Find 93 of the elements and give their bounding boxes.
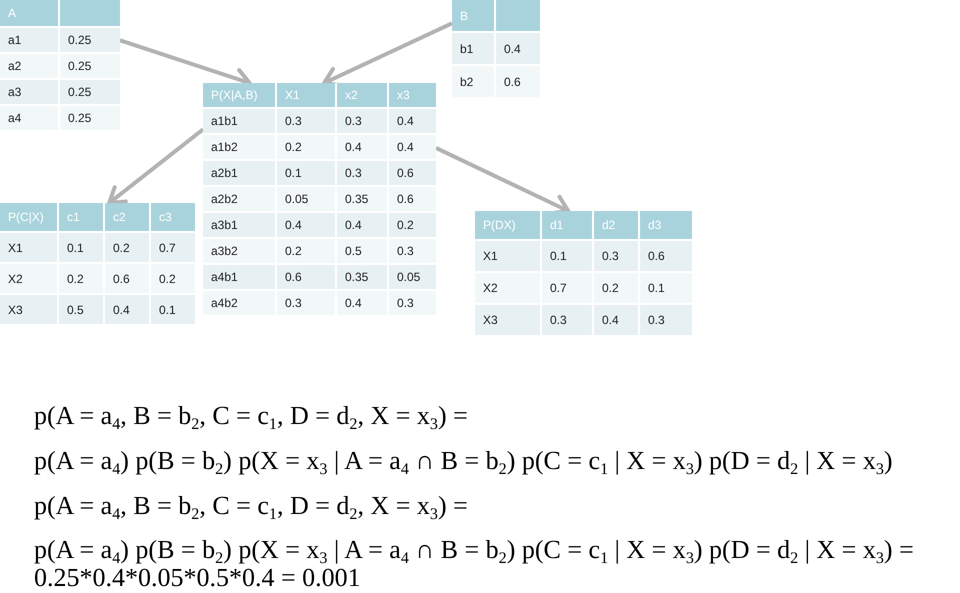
table-cell: 0.3 [337, 161, 387, 185]
table-cell: 0.25 [60, 80, 120, 104]
table-cell: a1 [0, 28, 58, 52]
header-cell: c1 [59, 203, 103, 231]
formula-line: p(A = a$_{4}$) p(B = b$_{2}$) p(X = x$_{3}$ | A = a$_{4}$ ∩ B = b$_{2}$) p(C = c$_{1}$ | X = x$_{3}$) p(D = d$_{2}$ | X = x$_{3}$) = [34, 537, 914, 563]
table-cell: 0.4 [337, 213, 387, 237]
table-cell: a2b1 [203, 161, 275, 185]
table-cell: 0.1 [277, 161, 335, 185]
header-cell: X1 [277, 83, 335, 107]
probability-table [0, 0, 120, 130]
formula-line: p(A = a$_{4}$, B = b$_{2}$, C = c$_{1}$, D = d$_{2}$, X = x$_{3}$) = [34, 493, 468, 519]
table-cell: 0.3 [277, 109, 335, 133]
table-cell: 0.3 [389, 291, 436, 315]
table-cell: 0.3 [594, 241, 638, 271]
table-cell: a4 [0, 106, 58, 130]
header-cell: x3 [389, 83, 436, 107]
table-cell: 0.6 [640, 241, 692, 271]
table-cell: X2 [475, 273, 540, 303]
header-cell: d2 [594, 211, 638, 239]
table-cell: X3 [475, 305, 540, 335]
table-cell: 0.25 [60, 54, 120, 78]
table-cell: 0.1 [542, 241, 592, 271]
probability-table [475, 211, 692, 335]
formula-line: p(A = a$_{4}$) p(B = b$_{2}$) p(X = x$_{3}$ | A = a$_{4}$ ∩ B = b$_{2}$) p(C = c$_{1}$ | X = x$_{3}$) p(D = d$_{2}$ | X = x$_{3}$) [34, 448, 893, 474]
table-cell: 0.6 [389, 187, 436, 211]
table-cell: 0.6 [277, 265, 335, 289]
header-cell: d1 [542, 211, 592, 239]
arrow [107, 128, 204, 205]
table-cell: 0.7 [542, 273, 592, 303]
header-cell: x2 [337, 83, 387, 107]
table-cell: 0.4 [277, 213, 335, 237]
table-cell: a2b2 [203, 187, 275, 211]
table-cell: 0.4 [337, 291, 387, 315]
table-cell: 0.2 [277, 239, 335, 263]
header-cell: B [452, 0, 494, 31]
table-cell: 0.2 [277, 135, 335, 159]
table-cell: 0.2 [389, 213, 436, 237]
table-cell: 0.4 [389, 109, 436, 133]
table-cell: 0.1 [59, 233, 103, 262]
table-cell: 0.3 [337, 109, 387, 133]
header-cell: P(X|A,B) [203, 83, 275, 107]
header-cell: P(DX) [475, 211, 540, 239]
table-cell: 0.2 [151, 264, 195, 293]
table-cell: 0.3 [389, 239, 436, 263]
header-cell: P(C|X) [0, 203, 57, 231]
header-cell: c2 [105, 203, 149, 231]
table-cell: 0.2 [105, 233, 149, 262]
table-cell: X1 [475, 241, 540, 271]
table-cell: a3 [0, 80, 58, 104]
table-cell: 0.05 [389, 265, 436, 289]
header-cell: A [0, 0, 58, 26]
table-cell: 0.3 [640, 305, 692, 335]
table-cell: X2 [0, 264, 57, 293]
table-cell: a1b1 [203, 109, 275, 133]
table-cell: 0.5 [337, 239, 387, 263]
table-cell: 0.2 [594, 273, 638, 303]
table-cell: 0.1 [640, 273, 692, 303]
table-cell: 0.4 [594, 305, 638, 335]
table-cell: 0.35 [337, 187, 387, 211]
probability-table [452, 0, 540, 97]
table-cell: X3 [0, 295, 57, 324]
table-cell: 0.4 [105, 295, 149, 324]
table-cell: a3b2 [203, 239, 275, 263]
table-cell: X1 [0, 233, 57, 262]
table-cell: 0.3 [277, 291, 335, 315]
header-cell: d3 [640, 211, 692, 239]
table-cell: a4b1 [203, 265, 275, 289]
probability-table [0, 203, 195, 324]
table-cell: b1 [452, 33, 494, 64]
table-cell: b2 [452, 66, 494, 97]
table-cell: 0.6 [389, 161, 436, 185]
table-cell: 0.05 [277, 187, 335, 211]
table-cell: 0.2 [59, 264, 103, 293]
probability-table [203, 83, 436, 315]
table-cell: a1b2 [203, 135, 275, 159]
table-cell: 0.35 [337, 265, 387, 289]
table-cell: a3b1 [203, 213, 275, 237]
table-cell: 0.3 [542, 305, 592, 335]
formula-line: 0.25*0.4*0.05*0.5*0.4 = 0.001 [34, 565, 361, 591]
formula-line: p(A = a$_{4}$, B = b$_{2}$, C = c$_{1}$, D = d$_{2}$, X = x$_{3}$) = [34, 403, 468, 429]
table-cell: a4b2 [203, 291, 275, 315]
table-cell: 0.4 [496, 33, 540, 64]
table-cell: 0.6 [105, 264, 149, 293]
table-cell: 0.5 [59, 295, 103, 324]
table-cell: a2 [0, 54, 58, 78]
table-cell: 0.4 [337, 135, 387, 159]
table-cell: 0.1 [151, 295, 195, 324]
table-cell: 0.6 [496, 66, 540, 97]
table-cell: 0.4 [389, 135, 436, 159]
table-cell: 0.7 [151, 233, 195, 262]
table-cell: 0.25 [60, 106, 120, 130]
table-cell: 0.25 [60, 28, 120, 52]
header-cell: c3 [151, 203, 195, 231]
